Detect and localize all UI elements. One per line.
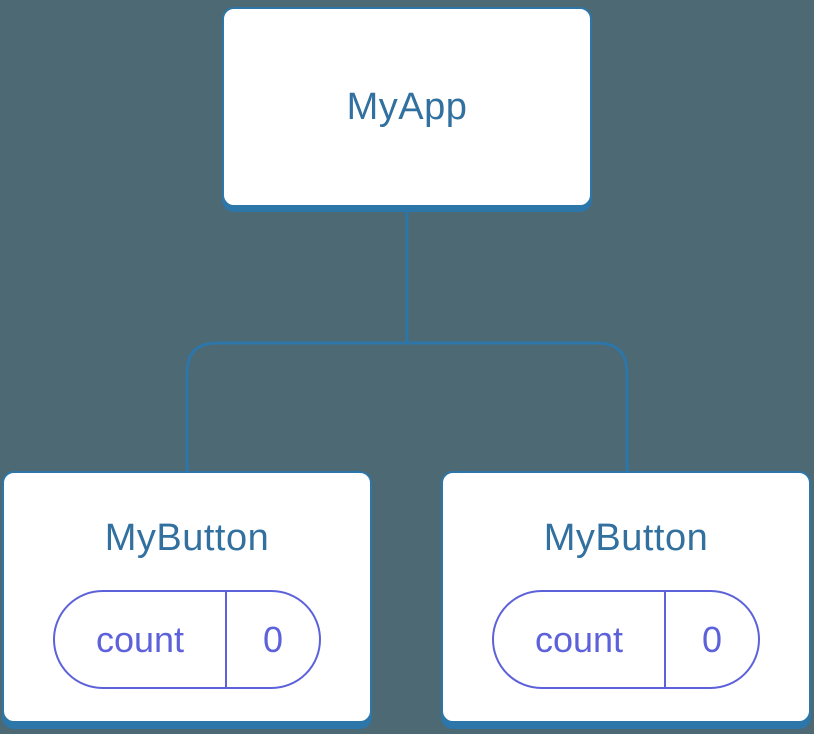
node-mybutton-left: MyButton count 0 bbox=[2, 471, 372, 723]
state-pill-left: count 0 bbox=[53, 590, 321, 689]
state-key-left: count bbox=[55, 592, 227, 687]
node-mybutton-left-label: MyButton bbox=[104, 517, 270, 559]
node-mybutton-right-label: MyButton bbox=[543, 517, 709, 559]
children-bracket-line bbox=[185, 341, 629, 471]
node-myapp-label: MyApp bbox=[346, 86, 468, 128]
node-mybutton-right: MyButton count 0 bbox=[441, 471, 811, 723]
state-value-right: 0 bbox=[701, 618, 723, 660]
node-myapp: MyApp bbox=[222, 7, 592, 207]
state-value-left: 0 bbox=[262, 618, 284, 660]
state-pill-right: count 0 bbox=[492, 590, 760, 689]
state-key-right: count bbox=[494, 592, 666, 687]
